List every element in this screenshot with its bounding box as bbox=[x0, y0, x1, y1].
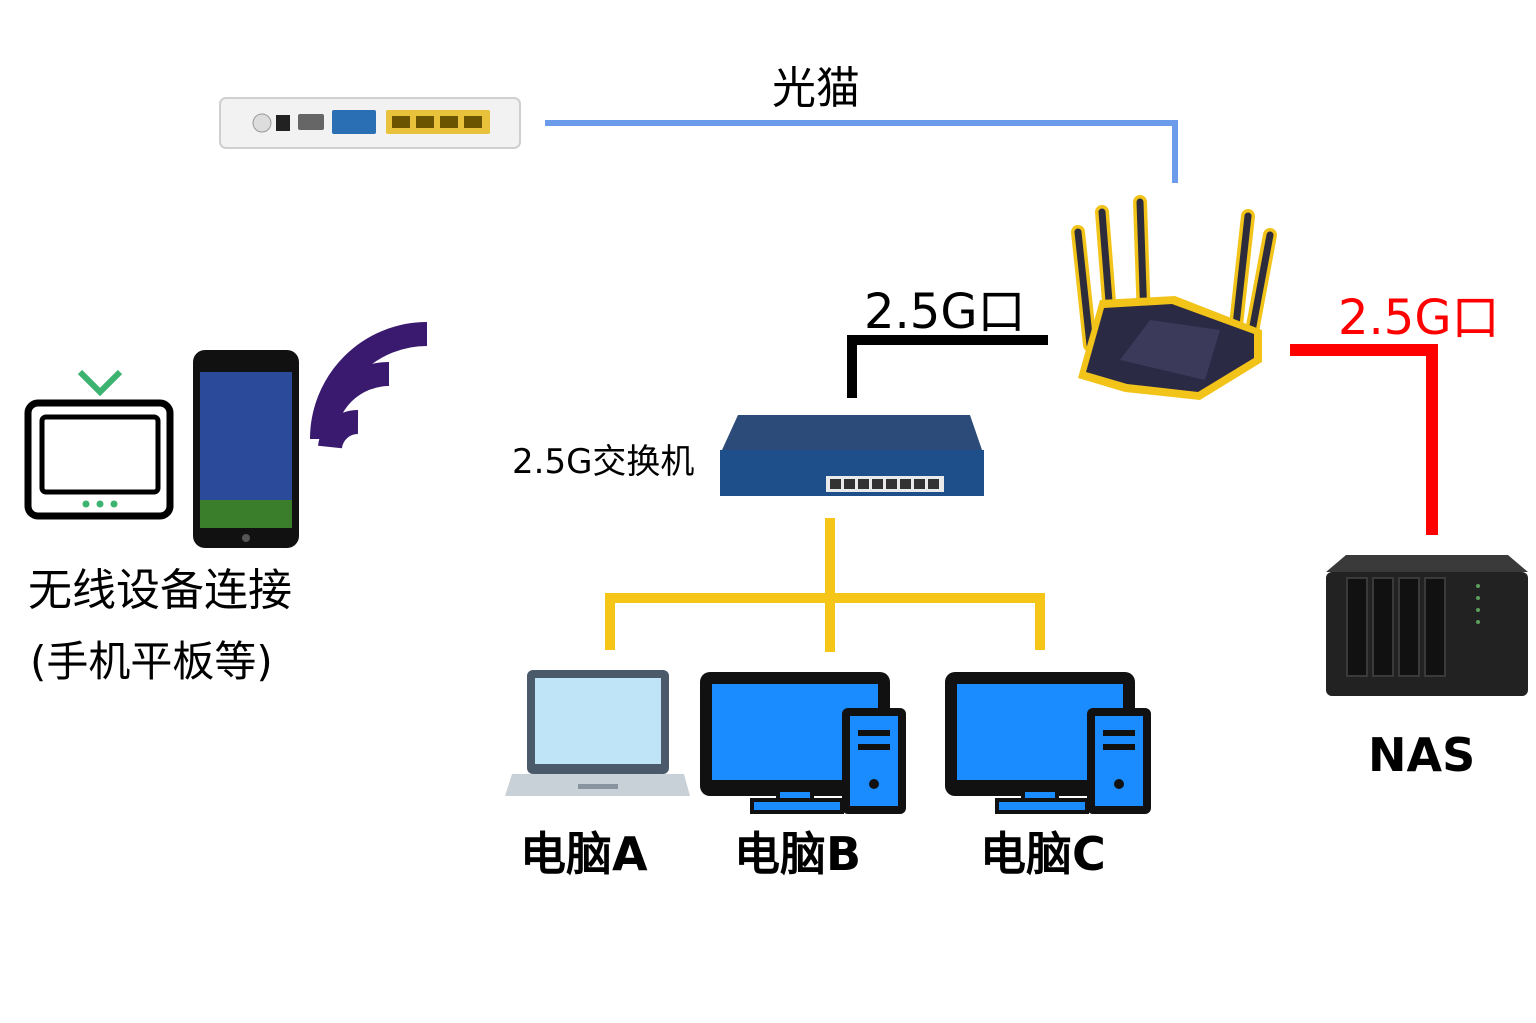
router-switch-link bbox=[847, 335, 1048, 398]
desktop-icon bbox=[945, 672, 1151, 814]
modem-label: 光猫 bbox=[772, 63, 860, 114]
nas-icon bbox=[1326, 555, 1528, 696]
desktop-icon bbox=[700, 672, 906, 814]
pc-a-label: 电脑A bbox=[520, 827, 648, 881]
router-icon bbox=[1071, 195, 1277, 400]
pc-c-label: 电脑C bbox=[980, 827, 1106, 881]
modem-icon bbox=[219, 97, 521, 149]
pc-b-label: 电脑B bbox=[734, 827, 862, 881]
nas-label: NAS bbox=[1368, 728, 1476, 782]
tv-icon bbox=[24, 369, 174, 520]
switch-label: 2.5G交换机 bbox=[512, 442, 695, 482]
laptop-icon bbox=[505, 670, 690, 796]
wifi-icon bbox=[310, 322, 428, 450]
phone-icon bbox=[193, 350, 299, 548]
router-nas-port-label: 2.5G口 bbox=[1338, 290, 1500, 346]
wireless-devices-sublabel: (手机平板等) bbox=[30, 637, 273, 686]
switch-icon bbox=[720, 415, 984, 496]
wireless-devices-label: 无线设备连接 bbox=[28, 565, 292, 616]
modem-router-link bbox=[545, 120, 1178, 183]
router-nas-link bbox=[1290, 344, 1438, 535]
router-switch-port-label: 2.5G口 bbox=[864, 284, 1026, 340]
switch-pc-links bbox=[605, 518, 1045, 652]
